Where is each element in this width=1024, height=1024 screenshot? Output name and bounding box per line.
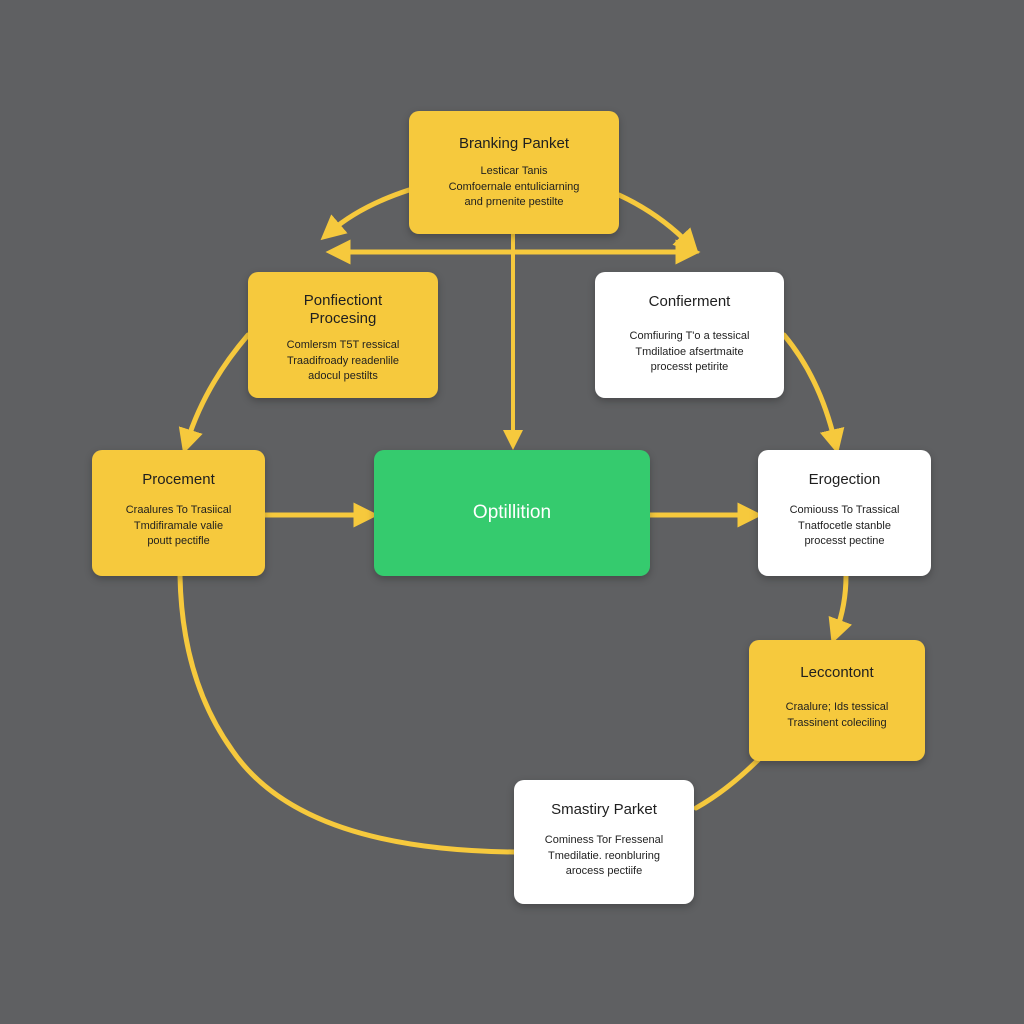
node-description: Craalure; Ids tessical Trassinent coleci… bbox=[785, 701, 889, 729]
arc-bottom-to-middle-left bbox=[177, 573, 517, 855]
node-ponfiectiont-procesing: Ponfiectiont Procesing Comlersm T5T ress… bbox=[248, 272, 438, 398]
node-branking-panket: Branking Panket Lesticar Tanis Comfoerna… bbox=[409, 111, 619, 234]
arc-middle-right-to-lower-right bbox=[828, 573, 853, 644]
arc-left-to-middle-left bbox=[178, 332, 251, 454]
node-title: Erogection bbox=[808, 471, 881, 488]
node-smastiry-parket: Smastiry Parket Cominess Tor Fressenal T… bbox=[514, 780, 694, 904]
node-confierment: Confierment Comfiuring T'o a tessical Tm… bbox=[595, 272, 784, 398]
node-optillition: Optillition bbox=[374, 450, 650, 576]
node-description: Comiouss To Trassical Tnatfocetle stanbl… bbox=[789, 504, 900, 547]
node-title: Branking Panket bbox=[458, 135, 570, 152]
node-description: Craalures To Trasiical Tmdifiramale vali… bbox=[125, 504, 232, 547]
node-title: Smastiry Parket bbox=[551, 801, 657, 818]
node-title: Confierment bbox=[648, 293, 731, 310]
node-description: Comfiuring T'o a tessical Tmdilatioe afs… bbox=[629, 330, 750, 373]
arc-right-to-middle-right bbox=[781, 332, 845, 455]
arc-top-to-left bbox=[320, 187, 412, 241]
node-title: Procement bbox=[142, 471, 215, 488]
arc-top-to-right bbox=[616, 192, 699, 254]
node-erogection: Erogection Comiouss To Trassical Tnatfoc… bbox=[758, 450, 931, 576]
node-description: Lesticar Tanis Comfoernale entuliciarnin… bbox=[448, 165, 580, 208]
node-leccontont: Leccontont Craalure; Ids tessical Trassi… bbox=[749, 640, 925, 761]
node-procement: Procement Craalures To Trasiical Tmdifir… bbox=[92, 450, 265, 576]
node-title: Ponfiectiont Procesing bbox=[303, 292, 383, 327]
node-title: Optillition bbox=[472, 502, 552, 523]
node-description: Comlersm T5T ressical Traadifroady reade… bbox=[286, 339, 400, 382]
arc-lower-right-to-bottom bbox=[693, 755, 763, 811]
node-description: Cominess Tor Fressenal Tmedilatie. reonb… bbox=[544, 834, 664, 877]
node-title: Leccontont bbox=[800, 664, 874, 681]
